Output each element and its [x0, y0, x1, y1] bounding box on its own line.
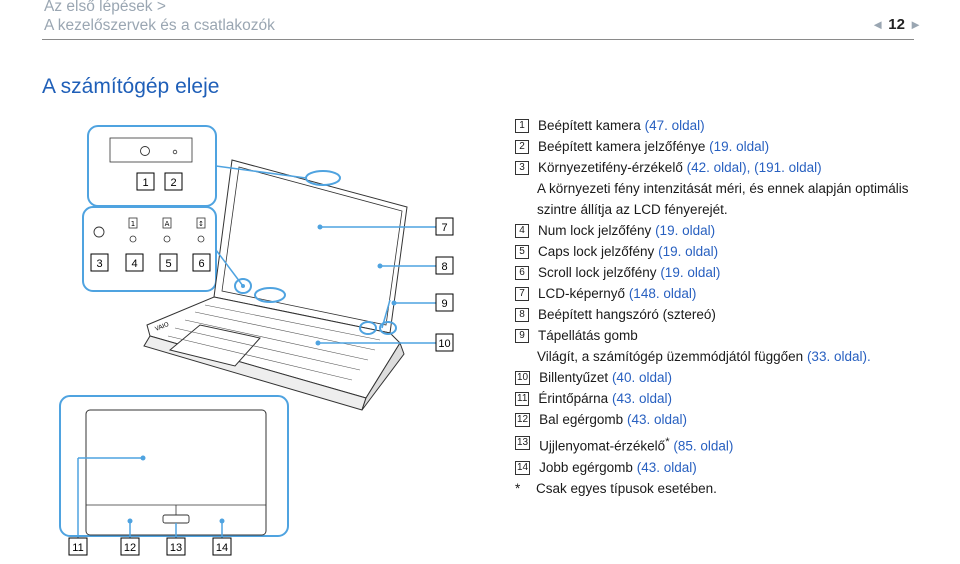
callout-8: 8	[441, 261, 447, 273]
page-link[interactable]: (19. oldal)	[709, 139, 770, 154]
callout-4-box	[125, 253, 144, 272]
page-link[interactable]: (148. oldal)	[628, 286, 697, 301]
callout-8-box	[435, 256, 454, 275]
next-page-icon[interactable]: ►	[909, 17, 922, 32]
page-link[interactable]: (43. oldal)	[636, 459, 697, 475]
callout-2-box	[164, 172, 183, 191]
page-link[interactable]: (42. oldal), (191. oldal)	[686, 160, 822, 175]
scroll-lock-icon: ↕	[198, 220, 204, 228]
callout-6-box	[192, 253, 211, 272]
item-number: 6	[515, 266, 529, 280]
light-sensor-icon	[93, 226, 105, 238]
page-link[interactable]: (43. oldal)	[611, 391, 672, 406]
callout-10: 10	[438, 338, 450, 350]
camera-icon	[140, 146, 150, 156]
item-number: 10	[515, 371, 531, 385]
page-link[interactable]: (33. oldal).	[806, 349, 871, 364]
callout-13-box	[166, 537, 186, 556]
page-link[interactable]: (85. oldal)	[673, 438, 734, 454]
indicator-detail-box	[82, 206, 217, 292]
item-number: 8	[515, 308, 529, 322]
page-link[interactable]: (19. oldal)	[660, 265, 721, 280]
footnote-marker: *	[665, 436, 670, 448]
callout-9: 9	[441, 298, 447, 310]
page-link[interactable]: (43. oldal)	[626, 412, 687, 427]
item-number: 14	[515, 460, 531, 475]
camera-led-icon	[172, 149, 178, 155]
touchpad-detail-box	[59, 395, 289, 537]
laptop-illustration	[143, 159, 408, 411]
breadcrumb-section[interactable]: Az első lépések >	[44, 0, 166, 15]
item-number: 9	[515, 329, 529, 343]
item-description: Világít, a számítógép üzemmódjától függő…	[537, 349, 871, 364]
callout-5: 5	[165, 258, 171, 270]
header-rule	[42, 39, 914, 40]
callout-12-box	[120, 537, 140, 556]
laptop-logo: VAIO	[154, 321, 170, 333]
callout-11: 11	[72, 542, 83, 554]
num-lock-icon: 1	[131, 220, 135, 228]
callout-9-box	[435, 293, 454, 312]
callout-1: 1	[142, 177, 148, 189]
callout-1-box	[136, 172, 155, 191]
callout-10-box	[435, 333, 454, 352]
item-number: 1	[515, 119, 529, 133]
item-description: A környezeti fény intenzitását méri, és …	[537, 181, 909, 217]
item-number: 13	[515, 436, 531, 450]
callout-14: 14	[216, 542, 228, 554]
prev-page-icon[interactable]: ◄	[871, 17, 885, 32]
item-number: 5	[515, 245, 529, 259]
page-link[interactable]: (47. oldal)	[644, 118, 705, 133]
page-link[interactable]: (19. oldal)	[658, 244, 719, 259]
callout-7-box	[435, 217, 454, 236]
callout-5-box	[159, 253, 178, 272]
page-link[interactable]: (19. oldal)	[655, 223, 716, 238]
callout-3-box	[90, 253, 109, 272]
callout-13: 13	[170, 542, 182, 554]
callout-14-box	[212, 537, 232, 556]
fingerprint-sensor-icon	[162, 514, 190, 524]
callout-12: 12	[124, 542, 136, 554]
page-title: A számítógép eleje	[42, 75, 220, 98]
callout-3: 3	[96, 258, 102, 270]
item-number: 2	[515, 140, 529, 154]
page-link[interactable]: (40. oldal)	[611, 370, 672, 385]
callout-6: 6	[198, 258, 204, 270]
callout-4: 4	[131, 258, 137, 270]
item-number: 11	[515, 392, 530, 406]
page-number: 12	[888, 16, 905, 33]
item-number: 7	[515, 287, 529, 301]
item-number: 12	[515, 413, 531, 427]
breadcrumb-page[interactable]: A kezelőszervek és a csatlakozók	[44, 17, 275, 34]
item-number: 3	[515, 161, 529, 175]
item-number: 4	[515, 224, 529, 238]
callout-11-box	[68, 537, 88, 556]
page-navigator: ◄ 12 ►	[871, 16, 922, 33]
footnote: *Csak egyes típusok esetében.	[515, 480, 717, 496]
caps-lock-icon: A	[165, 220, 170, 228]
callout-2: 2	[170, 177, 176, 189]
callout-7: 7	[441, 222, 447, 234]
